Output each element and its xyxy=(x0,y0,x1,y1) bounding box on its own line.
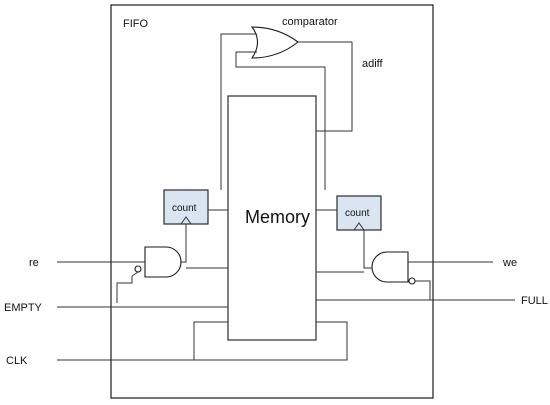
signal-we: we xyxy=(502,257,517,269)
wire-write-pointer-to-comparator xyxy=(235,52,326,190)
wire-clk-branch xyxy=(193,321,228,360)
adiff-label: adiff xyxy=(362,58,384,70)
write-and-gate xyxy=(371,251,409,283)
wire-full-feedback xyxy=(415,280,431,300)
wire-read-gate-to-bubble xyxy=(131,271,139,277)
memory-label: Memory xyxy=(245,207,310,227)
wire-empty-feedback xyxy=(116,276,133,303)
fifo-block xyxy=(110,4,434,399)
comparator-label: comparator xyxy=(282,16,338,28)
write-counter-clock-icon xyxy=(353,222,365,231)
read-counter-clock-icon xyxy=(180,216,192,225)
signal-re: re xyxy=(29,257,39,269)
read-and-gate xyxy=(144,246,182,278)
comparator-gate xyxy=(250,26,299,59)
read-counter-label: count xyxy=(172,203,197,214)
signal-empty: EMPTY xyxy=(4,302,43,314)
memory-block xyxy=(227,95,317,341)
wire-clk xyxy=(57,321,348,361)
signal-full: FULL xyxy=(521,295,548,307)
fifo-title: FIFO xyxy=(123,18,148,30)
wire-write-gate-to-counter xyxy=(363,230,372,269)
wire-read-gate-to-counter xyxy=(181,224,187,263)
write-counter xyxy=(336,195,382,231)
signal-clk: CLK xyxy=(6,355,28,367)
read-gate-inverter-bubble xyxy=(134,265,142,273)
wire-read-pointer-to-comparator xyxy=(220,33,257,190)
wire-adiff xyxy=(298,41,353,132)
write-gate-inverter-bubble xyxy=(408,277,416,285)
write-counter-label: count xyxy=(345,208,370,219)
